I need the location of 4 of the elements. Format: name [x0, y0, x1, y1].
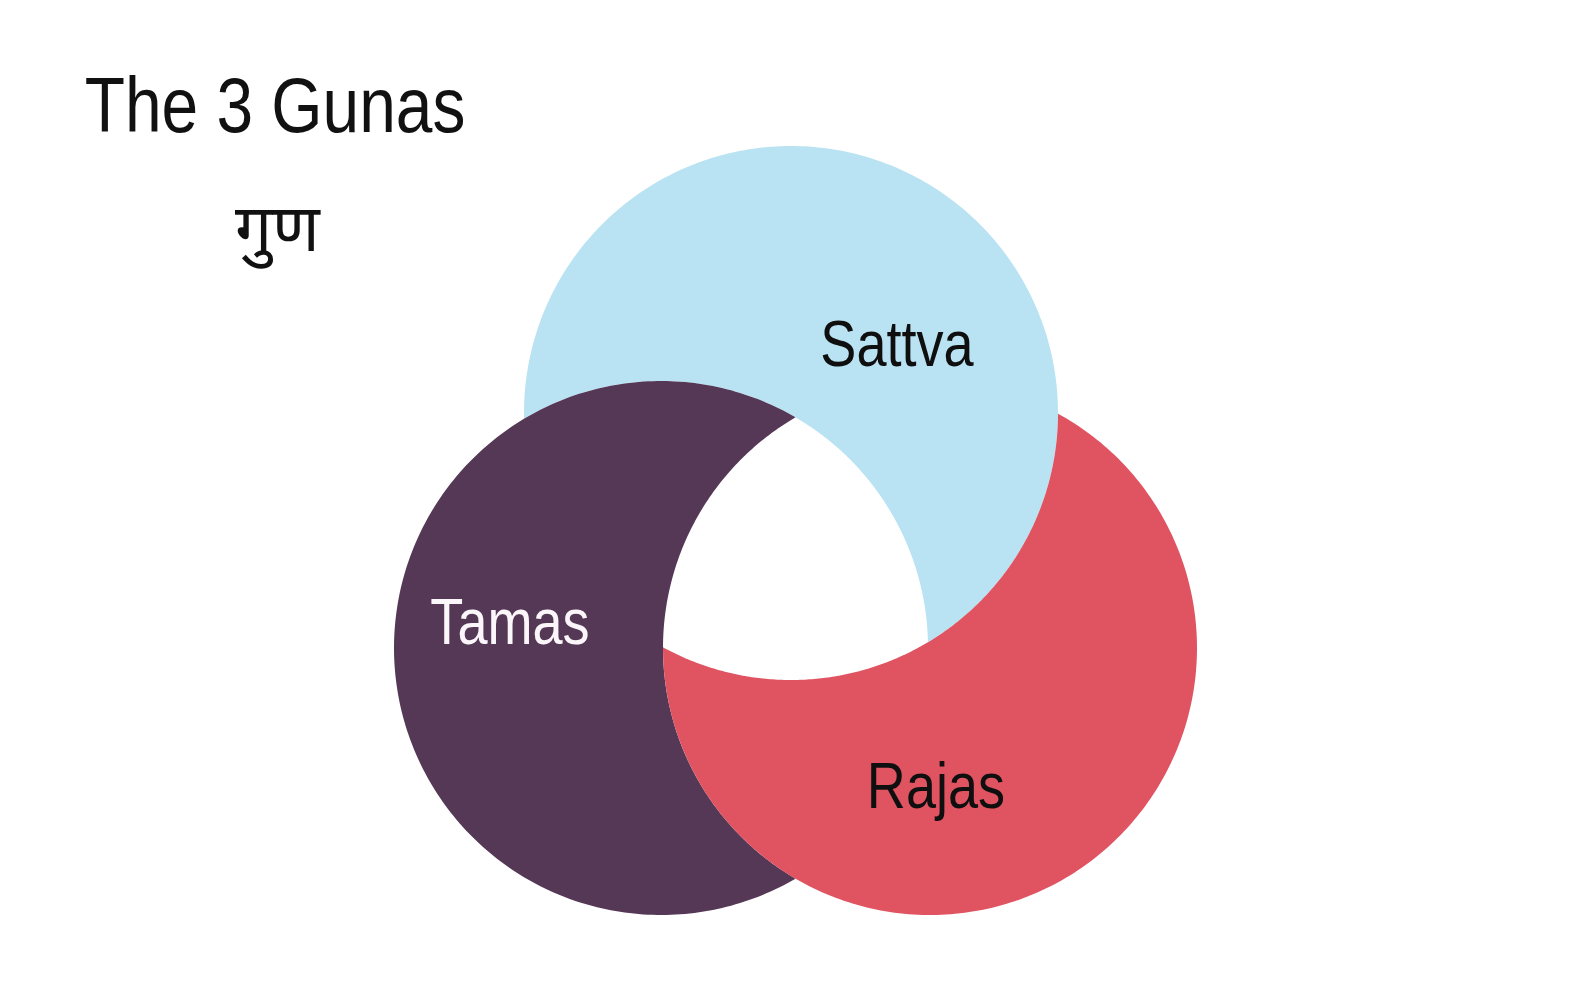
region-label: Tamas [430, 590, 590, 654]
region-label: Sattva [820, 312, 974, 376]
subtitle: गुण [234, 171, 320, 285]
title: The 3 Gunas [84, 66, 466, 144]
